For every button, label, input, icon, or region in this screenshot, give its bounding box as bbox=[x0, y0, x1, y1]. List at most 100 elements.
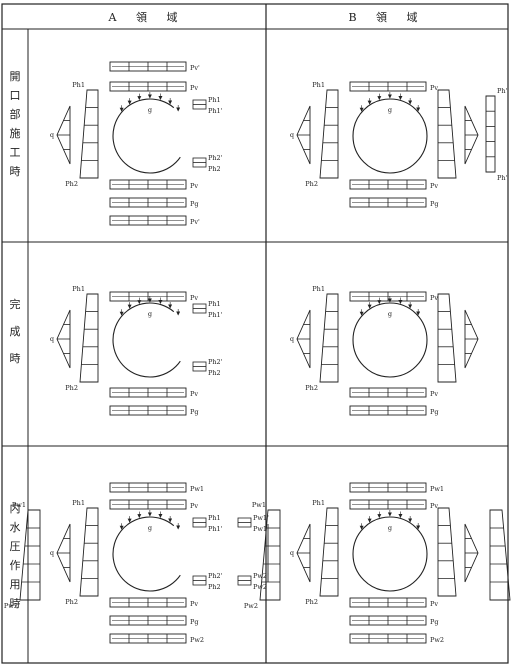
row-label-char: 開 bbox=[10, 70, 21, 83]
panel-a-complete-bottom-strip-1: Pg bbox=[109, 405, 199, 416]
panel-a-complete-ph1-box-top-label: Ph1 bbox=[208, 300, 221, 308]
panel-b-opening-lateral-left-top-label: Ph1 bbox=[312, 81, 325, 89]
panel-b-opening-ph-prime-top-label: Ph' bbox=[497, 87, 508, 95]
row-label-char: 時 bbox=[10, 597, 21, 610]
panel-a-complete-bottom-strip-1-label: Pg bbox=[190, 408, 199, 416]
row-label-char: 成 bbox=[10, 325, 21, 338]
panel-a-complete-ring: g bbox=[112, 296, 181, 378]
panel-a-inner-water-pw2-box: Pw2' Pw2 bbox=[237, 572, 269, 591]
panel-b-complete-ring: g bbox=[352, 296, 428, 378]
row-label-char: 内 bbox=[10, 501, 21, 515]
panel-a-inner-water-top-strip-1-label: Pv bbox=[190, 502, 198, 510]
panel-a-complete-q-load: q bbox=[50, 309, 71, 369]
panel-a-opening-q-load-label: q bbox=[50, 131, 54, 139]
panel-b-complete-bottom-strip-0-label: Pv bbox=[430, 390, 438, 398]
panel-b-complete-bottom-strip-1: Pg bbox=[349, 405, 439, 416]
panel-a-inner-water-ph1-box-top-label: Ph1 bbox=[208, 514, 221, 522]
panel-a-opening-q-load: q bbox=[50, 105, 71, 165]
panel-a-opening-top-strip-1: Pv bbox=[109, 81, 198, 92]
panel-a-inner-water-bottom-strip-2: Pw2 bbox=[109, 633, 204, 644]
diagram-panels: gPv'PvPvPgPv'Ph1Ph2qPh1Ph1'Ph2'Ph2gPvPvP… bbox=[4, 61, 511, 644]
panel-a-inner-water-pw2-box-top-label: Pw2' bbox=[253, 572, 269, 580]
panel-a-inner-water-ph2-box: Ph2' Ph2 bbox=[192, 572, 223, 591]
panel-a-complete-q-load-label: q bbox=[50, 335, 54, 343]
panel-b-inner-water-bottom-strip-1: Pg bbox=[349, 615, 439, 626]
panel-a-complete-bottom-strip-0: Pv bbox=[109, 387, 198, 398]
panel-b-opening-q-load: q bbox=[290, 105, 311, 165]
panel-b-inner-water-q-load-right bbox=[464, 523, 479, 583]
panel-a-inner-water-ring: g bbox=[112, 510, 181, 592]
panel-b-inner-water-q-load-label: q bbox=[290, 549, 294, 557]
row-label-char: 時 bbox=[10, 352, 21, 365]
panel-a-inner-water-top-strip-0-label: Pw1 bbox=[190, 485, 204, 493]
self-weight-label: g bbox=[388, 310, 392, 318]
panel-b-opening-ph-prime: Ph' Ph' bbox=[485, 87, 508, 182]
row-label-char: 部 bbox=[10, 107, 21, 121]
panel-b-opening-top-strip-0: Pv bbox=[349, 81, 438, 92]
panel-b-inner-water-top-strip-1-label: Pv bbox=[430, 502, 438, 510]
panel-b-complete-q-load-right bbox=[464, 309, 479, 369]
panel-b-inner-water-bottom-strip-1-label: Pg bbox=[430, 618, 439, 626]
panel-a-complete-lateral-left-top-label: Ph1 bbox=[72, 285, 85, 293]
column-header-b: B 領 域 bbox=[348, 10, 425, 24]
panel-b-inner-water-lateral-left-bottom-label: Ph2 bbox=[305, 598, 318, 606]
column-header-a: A 領 域 bbox=[108, 10, 186, 24]
row-label-char: 水 bbox=[10, 521, 21, 534]
row-label-char: 圧 bbox=[10, 540, 21, 553]
panel-b-inner-water-q-load: q bbox=[290, 523, 311, 583]
panel-a-inner-water-ph2-box-top-label: Ph2' bbox=[208, 572, 223, 580]
panel-b-opening-bottom-strip-1: Pg bbox=[349, 197, 439, 208]
panel-b-opening-top-strip-0-label: Pv bbox=[430, 84, 438, 92]
panel-b-inner-water-top-strip-0-label: Pw1 bbox=[430, 485, 444, 493]
panel-a-complete-ph1-box-bottom-label: Ph1' bbox=[208, 311, 223, 319]
panel-a-opening-ph1-box-top-label: Ph1 bbox=[208, 96, 221, 104]
panel-b-inner-water-bottom-strip-2: Pw2 bbox=[349, 633, 444, 644]
self-weight-label: g bbox=[388, 524, 392, 532]
row-label-char: 口 bbox=[10, 89, 21, 102]
panel-b-complete-lateral-right bbox=[437, 293, 457, 383]
row-label-char: 完 bbox=[10, 297, 21, 311]
panel-b-inner-water-pw-right bbox=[489, 509, 511, 601]
panel-b-opening-bottom-strip-0-label: Pv bbox=[430, 182, 438, 190]
panel-b-opening-bottom-strip-0: Pv bbox=[349, 179, 438, 190]
panel-a-opening-ph2-box-bottom-label: Ph2 bbox=[208, 165, 221, 173]
panel-a-complete-top-strip-0-label: Pv bbox=[190, 294, 198, 302]
panel-a-opening-bottom-strip-2: Pv' bbox=[109, 215, 200, 226]
panel-a-opening-ring: g bbox=[112, 92, 181, 174]
panel-b-complete-q-load-label: q bbox=[290, 335, 294, 343]
panel-a-inner-water-top-strip-0: Pw1 bbox=[109, 482, 204, 493]
panel-a-inner-water-pw1-box-bottom-label: Pw1 bbox=[253, 525, 267, 533]
panel-a-opening-ph2-box-top-label: Ph2' bbox=[208, 154, 223, 162]
panel-a-complete-bottom-strip-0-label: Pv bbox=[190, 390, 198, 398]
panel-b-opening-ph-prime-bottom-label: Ph' bbox=[497, 174, 508, 182]
panel-a-complete-lateral-left-bottom-label: Ph2 bbox=[65, 384, 78, 392]
panel-a-inner-water-bottom-strip-1-label: Pg bbox=[190, 618, 199, 626]
panel-b-inner-water-bottom-strip-2-label: Pw2 bbox=[430, 636, 444, 644]
panel-a-inner-water-pw1-box: Pw1' Pw1 bbox=[237, 514, 269, 533]
panel-a-inner-water-q-load: q bbox=[50, 523, 71, 583]
row-label-char: 工 bbox=[10, 146, 21, 159]
panel-a-inner-water-lateral-left-bottom-label: Ph2 bbox=[65, 598, 78, 606]
panel-a-opening-lateral-left-bottom-label: Ph2 bbox=[65, 180, 78, 188]
panel-b-inner-water-bottom-strip-0-label: Pv bbox=[430, 600, 438, 608]
panel-a-inner-water-ph2-box-bottom-label: Ph2 bbox=[208, 583, 221, 591]
panel-a-inner-water-pw2-box-bottom-label: Pw2 bbox=[253, 583, 267, 591]
panel-b-complete-lateral-left-top-label: Ph1 bbox=[312, 285, 325, 293]
panel-a-complete-ph2-box: Ph2'Ph2 bbox=[192, 358, 223, 377]
panel-a-inner-water-bottom-strip-0: Pv bbox=[109, 597, 198, 608]
panel-a-inner-water-pw-left-bottom-label: Pw2 bbox=[4, 602, 18, 610]
row-label-char: 作 bbox=[10, 559, 21, 572]
panel-b-inner-water-lateral-left-top-label: Ph1 bbox=[312, 499, 325, 507]
panel-a-inner-water-pw1-box-top-label: Pw1' bbox=[253, 514, 269, 522]
panel-b-opening-lateral-left-bottom-label: Ph2 bbox=[305, 180, 318, 188]
